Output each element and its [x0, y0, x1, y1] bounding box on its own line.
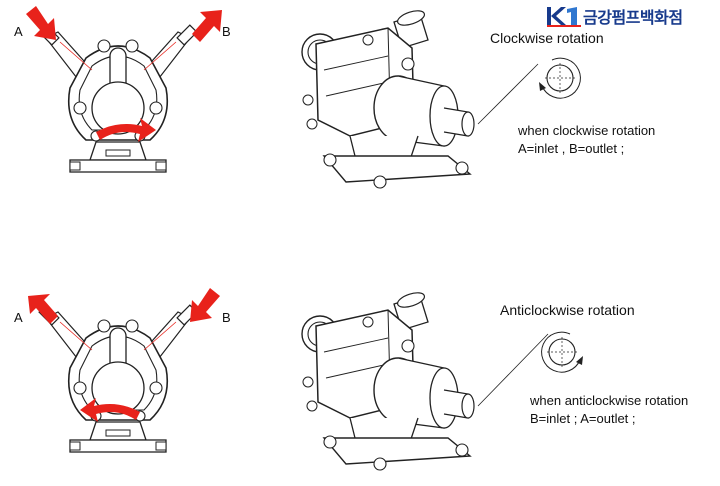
brand-ki-icon — [547, 5, 581, 27]
flow-arrow-icon — [190, 288, 220, 322]
rotation-symbol-icon — [541, 331, 583, 373]
rotation-arrow-icon — [96, 118, 156, 142]
port-label-b-top: B — [222, 24, 231, 39]
port-label-a-bottom: A — [14, 310, 23, 325]
rotation-desc-line1-top: when clockwise rotation — [518, 123, 656, 138]
rotation-arrow-icon — [80, 398, 140, 422]
brand-logo: 금강펌프백화점 — [547, 4, 683, 28]
rotation-desc-line2-top: A=inlet , B=outlet ; — [518, 141, 625, 156]
pump-front-view-top — [38, 24, 198, 173]
brand-name: 금강펌프백화점 — [583, 8, 683, 27]
port-label-b-bottom: B — [222, 310, 231, 325]
rotation-desc-line2-bottom: B=inlet ; A=outlet ; — [530, 411, 636, 426]
rotation-title-top: Clockwise rotation — [490, 30, 604, 46]
pump-isometric-bottom — [301, 289, 475, 471]
port-label-a-top: A — [14, 24, 23, 39]
rotation-title-bottom: Anticlockwise rotation — [500, 302, 635, 318]
flow-arrow-icon — [192, 10, 222, 42]
pump-front-view-bottom — [38, 304, 198, 453]
rotation-desc-line1-bottom: when anticlockwise rotation — [530, 393, 689, 408]
flow-arrow-icon — [28, 294, 58, 324]
flow-arrow-icon — [26, 6, 56, 40]
rotation-symbol-icon — [539, 57, 581, 99]
pump-isometric-top — [301, 7, 475, 189]
